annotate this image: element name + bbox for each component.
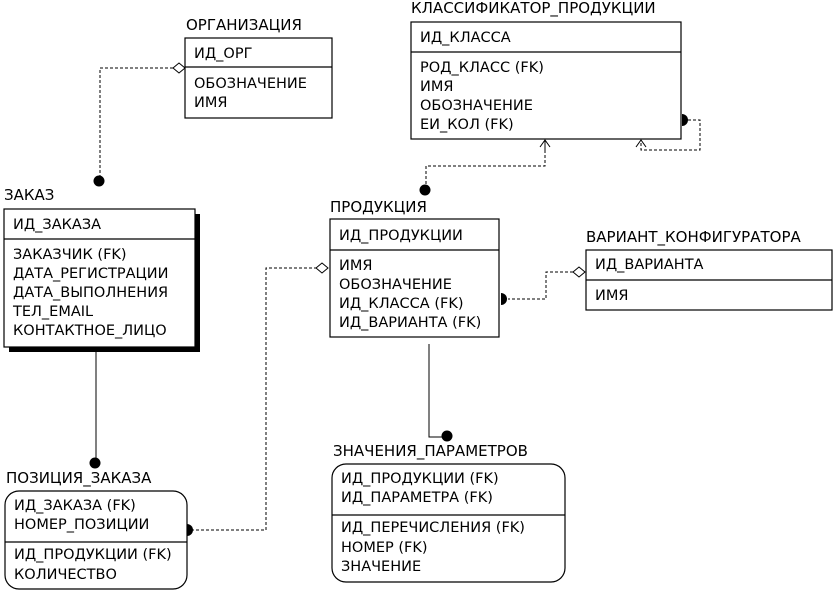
halfdot-klass-right <box>682 114 688 126</box>
entity-box <box>329 218 500 338</box>
attr: ОБОЗНАЧЕНИЕ <box>194 76 307 92</box>
dot-znacheniya-top <box>441 430 453 442</box>
key-attr: ИД_ВАРИАНТА <box>595 257 704 273</box>
halfdot-poziciya-right <box>187 524 193 536</box>
rel-produkciya-znacheniya <box>428 344 447 438</box>
key-attr: ИД_ПРОДУКЦИИ (FK) <box>341 471 499 487</box>
attr: РОД_КЛАСС (FK) <box>420 60 544 76</box>
key-attr: ИД_ОРГ <box>194 46 252 62</box>
rel-klass-produkciya <box>425 140 546 188</box>
attr: ИМЯ <box>595 288 628 304</box>
dot-poziciya-top <box>89 457 101 469</box>
attr: ИД_ВАРИАНТА (FK) <box>339 315 481 331</box>
attr: ИМЯ <box>420 79 453 95</box>
entity-box <box>3 208 196 348</box>
entity-box <box>4 490 188 590</box>
attr: ИД_ПРОДУКЦИИ (FK) <box>14 547 172 563</box>
entity-title: ВАРИАНТ_КОНФИГУРАТОРА <box>586 228 801 247</box>
entity-produkciya: ПРОДУКЦИЯ ИД_ПРОДУКЦИИ ИМЯ ОБОЗНАЧЕНИЕ И… <box>329 198 500 338</box>
attr: ИМЯ <box>194 95 227 111</box>
entity-box <box>184 37 333 119</box>
attr: ИД_КЛАССА (FK) <box>339 296 463 312</box>
entity-variant: ВАРИАНТ_КОНФИГУРАТОРА ИД_ВАРИАНТА ИМЯ <box>585 228 833 311</box>
rel-variant-produkciya <box>508 271 578 300</box>
entity-title: ЗНАЧЕНИЯ_ПАРАМЕТРОВ <box>333 442 528 461</box>
attr: ЕИ_КОЛ (FK) <box>420 117 514 133</box>
key-attr: ИД_ЗАКАЗА (FK) <box>14 498 136 514</box>
key-attr: ИД_ЗАКАЗА <box>13 217 101 233</box>
key-attr: НОМЕР_ПОЗИЦИИ <box>14 517 149 533</box>
diamond-variant <box>572 266 586 278</box>
diamond-org <box>172 62 186 74</box>
entity-klassifikator: КЛАССИФИКАТОР_ПРОДУКЦИИ ИД_КЛАССА РОД_КЛ… <box>410 0 682 140</box>
attr: ИД_ПЕРЕЧИСЛЕНИЯ (FK) <box>341 520 525 536</box>
entity-box <box>331 463 566 583</box>
halfdot-produkciya-right <box>501 293 507 305</box>
crowfoot-klass-1 <box>539 139 551 150</box>
entity-organizaciya: ОРГАНИЗАЦИЯ ИД_ОРГ ОБОЗНАЧЕНИЕ ИМЯ <box>184 16 333 119</box>
key-attr: ИД_ПАРАМЕТРА (FK) <box>341 490 493 506</box>
attr: ДАТА_ВЫПОЛНЕНИЯ <box>13 285 168 301</box>
rel-klass-self <box>640 119 701 151</box>
entity-title: ПОЗИЦИЯ_ЗАКАЗА <box>6 469 152 488</box>
attr: КОНТАКТНОЕ_ЛИЦО <box>13 323 167 339</box>
attr: ТЕЛ_EMAIL <box>12 304 93 320</box>
attr: ЗНАЧЕНИЕ <box>341 559 421 575</box>
entity-zakaz: ЗАКАЗ ИД_ЗАКАЗА ЗАКАЗЧИК (FK) ДАТА_РЕГИС… <box>3 186 200 352</box>
attr: ОБОЗНАЧЕНИЕ <box>339 277 452 293</box>
relationships <box>89 62 701 536</box>
attr: ЗАКАЗЧИК (FK) <box>13 247 127 263</box>
key-attr: ИД_ПРОДУКЦИИ <box>339 228 463 244</box>
attr: ОБОЗНАЧЕНИЕ <box>420 98 533 114</box>
entity-poziciya: ПОЗИЦИЯ_ЗАКАЗА ИД_ЗАКАЗА (FK) НОМЕР_ПОЗИ… <box>4 469 188 590</box>
key-attr: ИД_КЛАССА <box>420 30 511 46</box>
entity-title: ПРОДУКЦИЯ <box>330 198 427 216</box>
entity-znacheniya: ЗНАЧЕНИЯ_ПАРАМЕТРОВ ИД_ПРОДУКЦИИ (FK) ИД… <box>331 442 566 583</box>
attr: ДАТА_РЕГИСТРАЦИИ <box>13 266 168 282</box>
entity-title: ОРГАНИЗАЦИЯ <box>186 16 302 34</box>
attr: НОМЕР (FK) <box>341 540 428 556</box>
rel-org-zakaz <box>99 67 178 180</box>
entity-title: ЗАКАЗ <box>4 186 54 204</box>
diamond-produkciya-left <box>315 262 329 274</box>
entity-title: КЛАССИФИКАТОР_ПРОДУКЦИИ <box>411 0 656 18</box>
attr: КОЛИЧЕСТВО <box>14 567 117 583</box>
dot-produkciya-top <box>419 184 431 196</box>
rel-produkciya-poziciya <box>193 267 322 531</box>
entity-box <box>410 21 682 140</box>
dot-zakaz <box>93 175 105 187</box>
crowfoot-klass-2 <box>635 139 647 148</box>
attr: ИМЯ <box>339 258 372 274</box>
